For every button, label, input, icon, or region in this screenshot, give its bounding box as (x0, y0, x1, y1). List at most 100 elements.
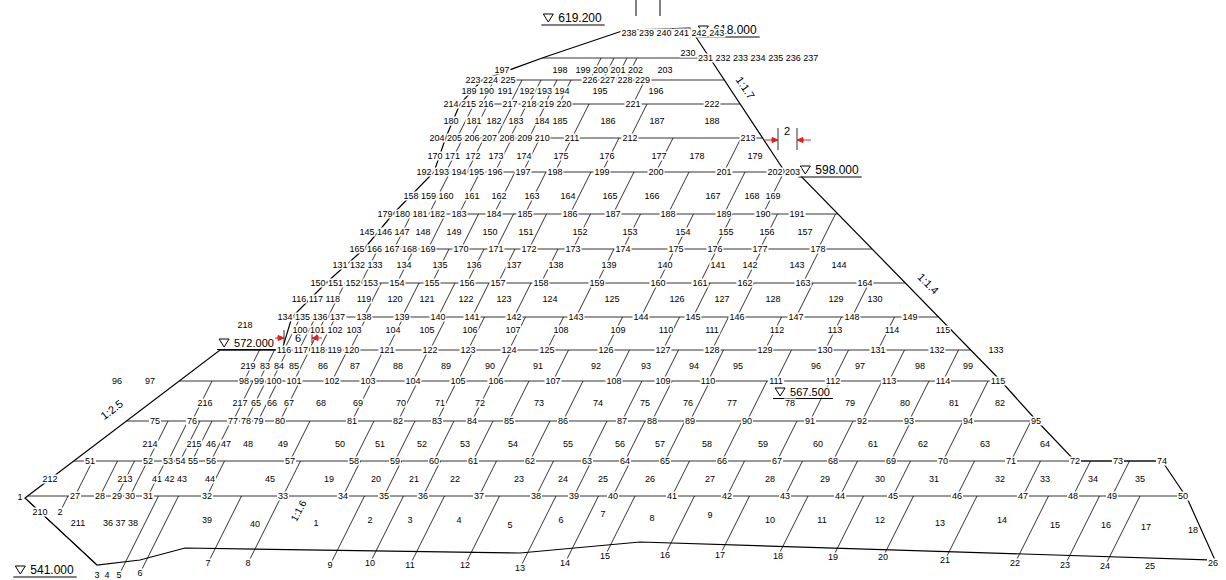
element-number: 184 (533, 117, 550, 126)
node-number: 96 (111, 377, 123, 386)
element-edge (563, 381, 583, 421)
node-number: 50 (1177, 492, 1189, 501)
element-number: 138 (547, 261, 564, 270)
element-number: 7 (599, 510, 606, 519)
slope-ratio: 1:2.5 (98, 398, 126, 423)
node-number: 182 (429, 210, 446, 219)
element-number: 63 (979, 440, 991, 449)
node-number: 7 (204, 559, 211, 568)
element-number: 127 (713, 295, 730, 304)
element-number: 242 (691, 29, 708, 38)
element-number: 189 (460, 87, 477, 96)
element-number: 34 (1087, 475, 1099, 484)
elevation-symbols (13, 14, 861, 577)
element-number: 73 (533, 399, 545, 408)
node-number: 62 (524, 457, 536, 466)
node-number: 98 (238, 377, 250, 386)
node-number: 143 (567, 313, 584, 322)
element-number: 93 (640, 362, 652, 371)
element-number: 106 (461, 326, 478, 335)
element-number: 95 (732, 362, 744, 371)
element-number: 201 (610, 66, 627, 75)
element-number: 99 (962, 362, 974, 371)
element-number: 139 (600, 261, 617, 270)
element-number: 100 (291, 326, 308, 335)
node-number: 168 (401, 245, 418, 254)
element-number: 239 (638, 29, 655, 38)
elevation-underline (773, 398, 833, 399)
element-number: 2 (366, 516, 373, 525)
element-number: 147 (394, 228, 411, 237)
element-number: 47 (220, 440, 232, 449)
element-number: 51 (374, 440, 386, 449)
node-number: 16 (659, 551, 671, 560)
node-number: 105 (449, 377, 466, 386)
element-edge (280, 381, 300, 421)
node-number: 233 (732, 54, 749, 63)
element-number: 56 (614, 440, 626, 449)
element-number: 72 (474, 399, 486, 408)
element-number: 156 (758, 228, 775, 237)
node-number: 29 (111, 492, 123, 501)
node-number: 5 (115, 571, 122, 580)
element-edge (290, 421, 310, 461)
node-number: 53 (162, 457, 174, 466)
element-number: 154 (674, 228, 691, 237)
element-number: 92 (590, 362, 602, 371)
node-number: 206 (464, 134, 481, 143)
node-number: 11 (404, 561, 415, 570)
node-number: 167 (384, 245, 401, 254)
element-number: 183 (507, 117, 524, 126)
element-number: 65 (250, 399, 262, 408)
node-number: 42 (721, 492, 733, 501)
node-number: 109 (654, 377, 671, 386)
node-number: 58 (348, 457, 360, 466)
node-number: 190 (754, 210, 771, 219)
element-edge (459, 172, 480, 214)
node-number: 92 (856, 417, 868, 426)
node-number: 35 (378, 492, 390, 501)
node-number: 103 (359, 377, 376, 386)
node-number: 113 (881, 377, 897, 386)
element-number: 4 (455, 516, 462, 525)
node-number: 170 (452, 245, 469, 254)
node-number: 214 (442, 100, 459, 109)
element-number: 181 (465, 117, 482, 126)
element-number: 80 (899, 399, 911, 408)
node-number: 114 (935, 377, 951, 386)
dimension-value: 2 (783, 126, 791, 137)
node-number: 236 (785, 54, 802, 63)
node-number: 70 (937, 457, 949, 466)
element-edge (720, 496, 750, 555)
element-number: 112 (769, 326, 785, 335)
node-number: 186 (561, 210, 578, 219)
node-number: 166 (366, 245, 383, 254)
elevation-triangle (775, 388, 785, 396)
node-number: 192 (415, 168, 432, 177)
element-number: 116 (291, 295, 307, 304)
node-number: 224 (482, 76, 499, 85)
node-number: 127 (654, 346, 671, 355)
element-number: 28 (764, 475, 776, 484)
element-number: 215 (185, 440, 202, 449)
element-number: 10 (764, 516, 776, 525)
node-number: 56 (205, 457, 217, 466)
element-number: 165 (601, 192, 618, 201)
element-number: 130 (866, 295, 883, 304)
node-number: 6 (136, 569, 143, 578)
element-number: 191 (496, 87, 513, 96)
element-number: 88 (392, 362, 404, 371)
element-number: 111 (704, 326, 720, 335)
element-number: 210 (31, 508, 48, 517)
node-number: 210 (534, 134, 551, 143)
elevation-underline (541, 25, 604, 26)
node-number: 13 (514, 564, 526, 573)
node-number: 68 (827, 457, 839, 466)
node-number: 157 (489, 279, 506, 288)
element-number: 162 (490, 192, 507, 201)
foundation-line (25, 498, 97, 565)
element-edge (395, 421, 415, 461)
element-number: 79 (844, 399, 856, 408)
node-number: 86 (557, 417, 569, 426)
element-number: 18 (1187, 526, 1199, 535)
